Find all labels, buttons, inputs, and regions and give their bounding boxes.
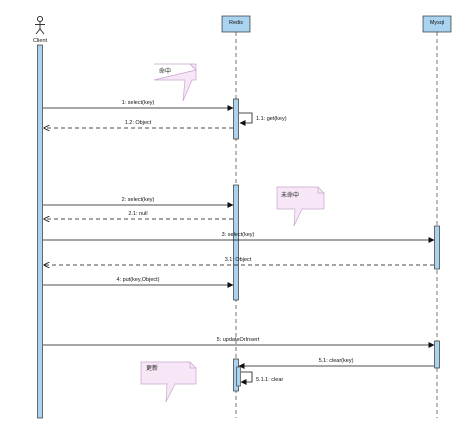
note-update[interactable]: 更新 xyxy=(140,361,197,403)
message-label-3: 3: select(key) xyxy=(222,232,255,238)
mysql-header-box[interactable] xyxy=(422,15,452,33)
note-hit[interactable]: 命中 xyxy=(153,63,197,102)
note-miss-text: 未命中 xyxy=(281,191,299,199)
note-hit-text: 命中 xyxy=(159,67,171,75)
message-label-2-1: 2.1: null xyxy=(128,211,147,217)
mysql-activation-1[interactable] xyxy=(434,225,440,270)
client-actor-icon[interactable] xyxy=(35,15,45,35)
redis-participant[interactable]: Redis xyxy=(221,15,251,33)
redis-activation-3-nested[interactable] xyxy=(236,366,241,387)
message-label-5-1-1: 5.1.1: clear xyxy=(256,377,283,383)
note-miss[interactable]: 未命中 xyxy=(276,186,325,227)
message-label-2: 2: select(key) xyxy=(122,197,155,203)
message-label-1-1: 1.1: get(key) xyxy=(256,116,287,122)
message-label-5-1: 5.1: clear(key) xyxy=(319,358,354,364)
mysql-activation-2[interactable] xyxy=(434,340,440,369)
redis-header-box[interactable] xyxy=(221,15,251,33)
redis-activation-1[interactable] xyxy=(233,98,239,140)
note-update-text: 更新 xyxy=(146,364,158,372)
message-label-3-1: 3.1: Object xyxy=(225,257,252,263)
message-label-1-2: 1.2: Object xyxy=(125,120,152,126)
client-activation-bar[interactable] xyxy=(37,44,43,419)
client-label: Client xyxy=(33,38,48,44)
mysql-label: Mysql xyxy=(430,20,444,26)
redis-activation-2[interactable] xyxy=(233,184,239,301)
message-arrow-1-1[interactable] xyxy=(239,112,253,126)
message-arrow-5-1-1[interactable] xyxy=(240,371,253,385)
message-label-5: 5: updateOrInsert xyxy=(217,337,260,343)
redis-label: Redis xyxy=(229,20,243,26)
message-label-4: 4: put(key,Object) xyxy=(117,277,160,283)
mysql-participant[interactable]: Mysql xyxy=(422,15,452,33)
message-label-1: 1: select(key) xyxy=(122,100,155,106)
